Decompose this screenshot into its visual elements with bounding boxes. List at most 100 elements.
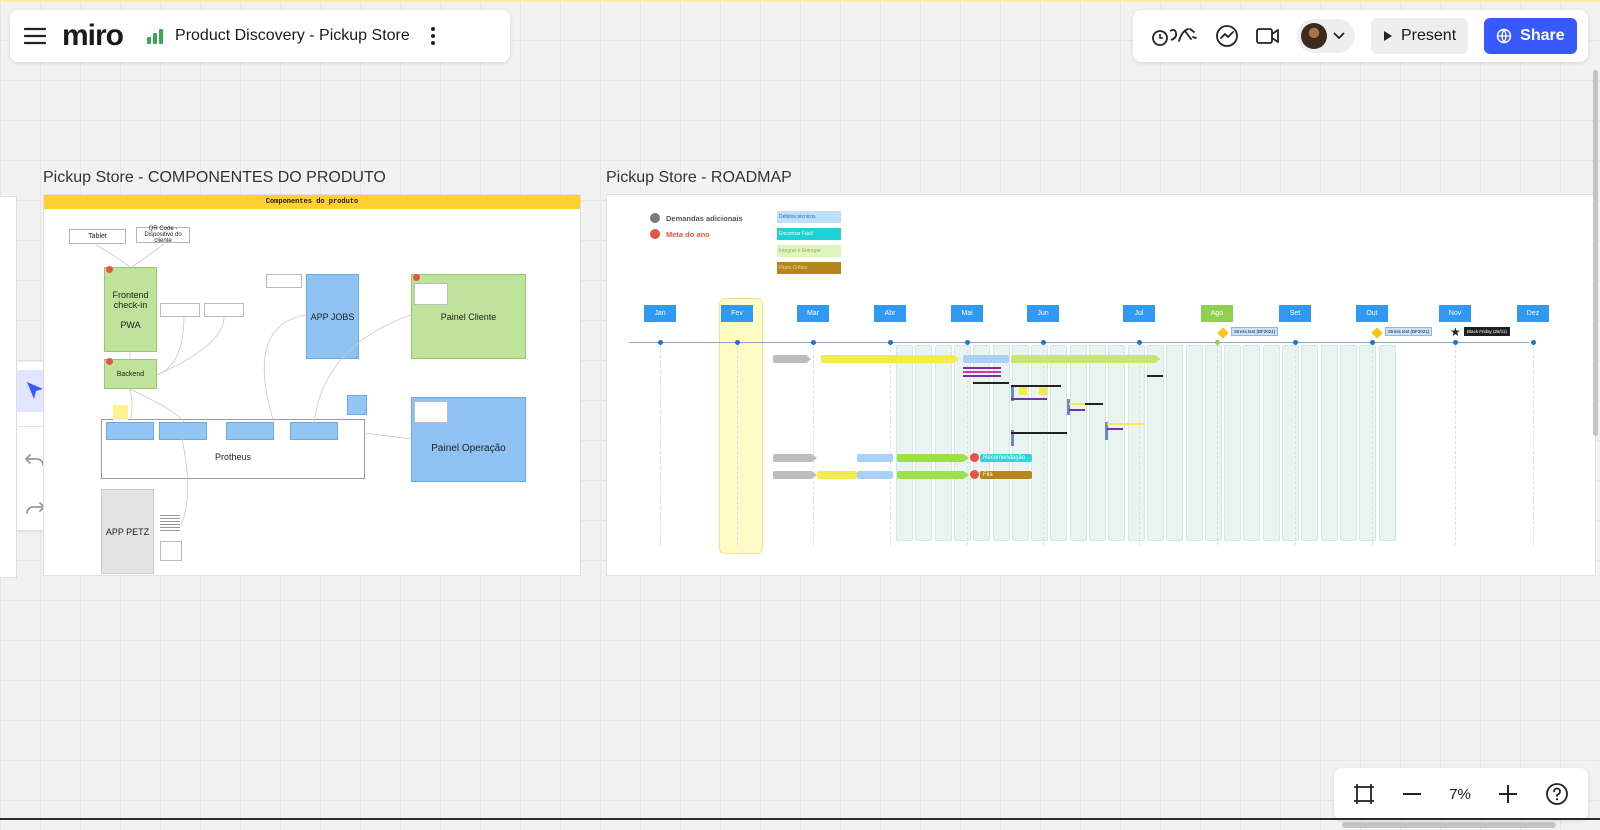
plus-icon[interactable]: [1498, 784, 1518, 804]
legend-dot: [650, 229, 660, 239]
month-set[interactable]: Set: [1279, 305, 1311, 322]
box-tablet[interactable]: Tablet: [69, 229, 126, 244]
month-mai[interactable]: Mai: [951, 305, 983, 322]
board-activity-icon: [147, 28, 164, 44]
note-painel-operacao[interactable]: [414, 401, 448, 423]
milestone-stress-1[interactable]: Stress test (BF2021): [1231, 327, 1279, 336]
bar-discovery-3[interactable]: [857, 471, 893, 479]
box-listar-lojas[interactable]: [290, 422, 338, 440]
small-sticky[interactable]: [347, 395, 367, 415]
week-stripe: [1359, 345, 1377, 541]
task-bracket: [1105, 422, 1108, 440]
chat-icon[interactable]: [1215, 24, 1239, 48]
week-stripe: [1224, 345, 1242, 541]
globe-icon: [1496, 28, 1512, 44]
week-stripe: [1031, 345, 1049, 541]
box-frontend-pwa[interactable]: Frontend check-in PWA: [104, 267, 157, 352]
month-out[interactable]: Out: [1356, 305, 1388, 322]
share-label: Share: [1520, 27, 1565, 44]
reactions-icon[interactable]: [1151, 25, 1199, 47]
bar-fila[interactable]: Fila: [980, 471, 1032, 479]
bar-encontrar[interactable]: [821, 355, 959, 363]
task-line: [1011, 432, 1067, 434]
task-line: [963, 367, 1001, 369]
month-ago[interactable]: Ago: [1201, 305, 1233, 322]
avatar[interactable]: [1301, 23, 1327, 49]
box-app-petz[interactable]: APP PETZ: [101, 489, 154, 574]
box-enviar-verificacao[interactable]: [226, 422, 274, 440]
chevron-down-icon[interactable]: [1333, 32, 1345, 40]
month-tick: [888, 340, 893, 345]
vertical-scrollbar[interactable]: [1593, 70, 1598, 436]
milestone-black-friday[interactable]: Black Friday (26/11): [1464, 327, 1510, 336]
tool-separator: [18, 426, 52, 427]
bar-build-2[interactable]: [897, 454, 969, 462]
bar-encontrar-3[interactable]: [817, 471, 857, 479]
milestone-stress-2[interactable]: Stress test (BF2021): [1385, 327, 1433, 336]
bar-demanda-3[interactable]: [773, 471, 817, 479]
frame-label-roadmap[interactable]: Pickup Store - ROADMAP: [606, 169, 792, 186]
bar-discovery[interactable]: [963, 355, 1009, 363]
more-vertical-icon[interactable]: [430, 26, 436, 46]
legend-dot: [650, 213, 660, 223]
note-exibir[interactable]: [266, 274, 302, 288]
box-painel-cliente[interactable]: Painel Cliente: [411, 274, 526, 359]
share-button[interactable]: Share: [1484, 18, 1577, 54]
menu-icon[interactable]: [24, 27, 46, 45]
month-tick: [1370, 340, 1375, 345]
bar-discovery-2[interactable]: [857, 454, 893, 462]
week-stripe: [1301, 345, 1319, 541]
note-registrar[interactable]: [204, 303, 244, 317]
month-abr[interactable]: Abr: [874, 305, 906, 322]
month-tick: [1215, 340, 1220, 345]
box-backend[interactable]: Backend: [104, 359, 157, 389]
month-jan[interactable]: Jan: [644, 305, 676, 322]
frame-label-components[interactable]: Pickup Store - COMPONENTES DO PRODUTO: [43, 169, 386, 186]
box-consultar-pedido[interactable]: [106, 422, 154, 440]
month-gridline: [1043, 345, 1044, 545]
fit-to-screen-icon[interactable]: [1353, 783, 1375, 805]
video-icon[interactable]: [1255, 26, 1281, 46]
note-painel-cliente[interactable]: [414, 283, 448, 305]
horizontal-scrollbar[interactable]: [1342, 822, 1556, 828]
bar-build[interactable]: [1011, 355, 1161, 363]
bar-build-3[interactable]: [897, 471, 969, 479]
undo-icon[interactable]: [15, 441, 55, 481]
bar-recomendacao[interactable]: Recomendação: [980, 454, 1032, 462]
month-gridline: [1139, 345, 1140, 545]
box-qr-code[interactable]: QR Code - Dispositivo do cliente: [136, 226, 190, 244]
month-fev[interactable]: Fev: [721, 305, 753, 322]
note-app-petz[interactable]: [160, 541, 182, 561]
week-stripe: [915, 345, 933, 541]
bar-demanda-2[interactable]: [773, 454, 817, 462]
help-icon[interactable]: [1545, 782, 1569, 806]
week-stripe: [1204, 345, 1222, 541]
note-consultar[interactable]: [160, 303, 200, 317]
minus-icon[interactable]: [1402, 792, 1422, 796]
box-app-jobs[interactable]: APP JOBS: [306, 274, 359, 359]
week-stripe: [1146, 345, 1164, 541]
month-dez[interactable]: Dez: [1517, 305, 1549, 322]
offscreen-frame-edge[interactable]: [0, 196, 17, 578]
month-mar[interactable]: Mar: [797, 305, 829, 322]
month-jun[interactable]: Jun: [1027, 305, 1059, 322]
frame-roadmap[interactable]: Demandas adicionais Meta do ano Débitos …: [606, 194, 1596, 576]
yellow-sticky[interactable]: [113, 405, 128, 420]
board-header: miro Product Discovery - Pickup Store: [10, 10, 510, 62]
collaboration-toolbar: Present Share: [1133, 10, 1588, 62]
month-gridline: [1295, 345, 1296, 545]
user-avatar-menu[interactable]: [1297, 19, 1355, 53]
box-criar-rotina[interactable]: [159, 422, 207, 440]
zoom-level[interactable]: 7%: [1449, 785, 1471, 803]
month-jul[interactable]: Jul: [1123, 305, 1155, 322]
week-stripe: [1166, 345, 1184, 541]
frame-components[interactable]: Componentes do produto Tablet QR Code - …: [43, 194, 581, 576]
board-title[interactable]: Product Discovery - Pickup Store: [175, 27, 410, 44]
month-nov[interactable]: Nov: [1439, 305, 1471, 322]
miro-logo[interactable]: miro: [62, 19, 124, 52]
meta-dot: [413, 274, 420, 281]
month-tick: [1453, 340, 1458, 345]
task-sticky: [1039, 387, 1047, 395]
present-button[interactable]: Present: [1371, 18, 1469, 54]
bar-demanda[interactable]: [773, 355, 811, 363]
